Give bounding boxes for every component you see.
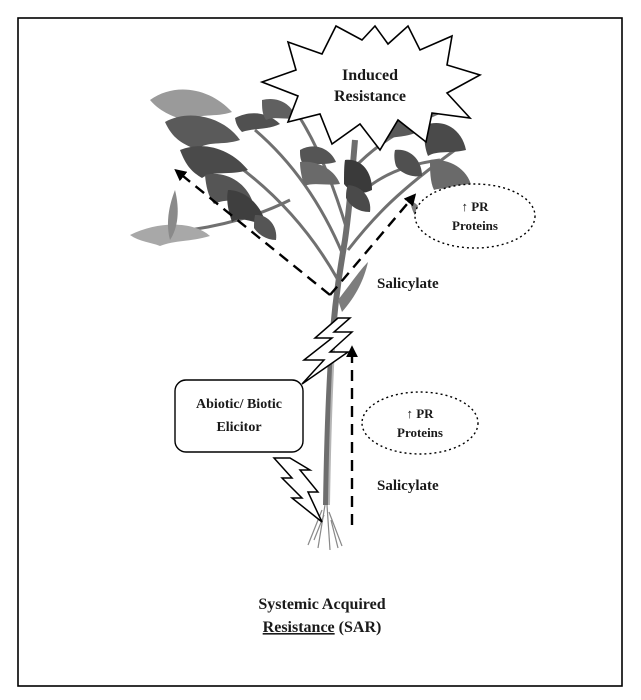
signal-arrows xyxy=(174,168,417,525)
induced-resistance-burst: Induced Resistance xyxy=(259,24,483,152)
pr-lower-line2: Proteins xyxy=(397,425,443,440)
caption-line2: Resistance (SAR) xyxy=(263,619,382,636)
caption: Systemic Acquired Resistance (SAR) xyxy=(258,596,385,636)
burst-shape xyxy=(259,24,483,152)
elicitor-box: Abiotic/ Biotic Elicitor xyxy=(174,379,304,453)
plant-illustration xyxy=(130,89,472,551)
lightning-icons xyxy=(272,317,354,523)
pr-upper-line2: Proteins xyxy=(452,218,498,233)
burst-line1: Induced xyxy=(342,67,398,84)
plant-leaves xyxy=(130,89,472,312)
lightning-bolt-upper-icon xyxy=(301,317,354,385)
pr-proteins-lower-bubble: ↑ PR Proteins xyxy=(361,391,479,455)
lightning-bolt-lower-icon xyxy=(272,457,323,523)
caption-line1: Systemic Acquired xyxy=(258,596,385,613)
figure-frame xyxy=(17,17,623,687)
burst-line2: Resistance xyxy=(334,88,406,105)
pr-lower-line1: ↑ PR xyxy=(406,406,434,421)
pr-proteins-upper-bubble: ↑ PR Proteins xyxy=(414,183,536,249)
elicitor-line1: Abiotic/ Biotic xyxy=(196,397,282,412)
salicylate-lower-label: Salicylate xyxy=(377,478,439,494)
arrow-upper-right xyxy=(329,193,417,296)
caption-underlined-word: Resistance xyxy=(263,619,335,636)
salicylate-upper-label: Salicylate xyxy=(377,276,439,292)
elicitor-line2: Elicitor xyxy=(216,420,261,435)
plant-roots xyxy=(307,504,343,551)
caption-suffix: (SAR) xyxy=(335,619,382,636)
arrow-upper-left xyxy=(174,168,331,296)
pr-upper-line1: ↑ PR xyxy=(461,199,489,214)
